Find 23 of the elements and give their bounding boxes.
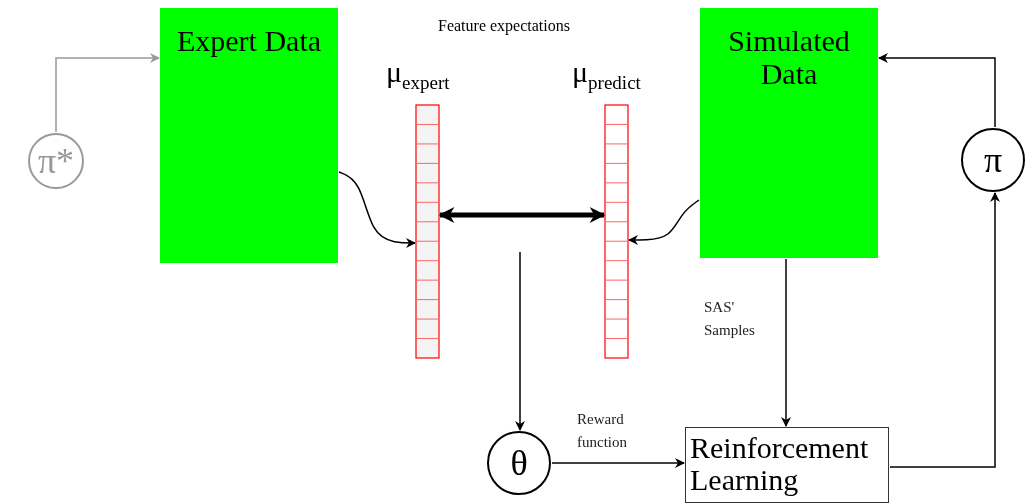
arrow bbox=[781, 258, 791, 427]
data-box bbox=[700, 8, 878, 258]
arrow bbox=[878, 53, 996, 128]
process-box bbox=[685, 427, 889, 503]
arrow bbox=[551, 458, 685, 468]
box-label: Simulated Data bbox=[727, 24, 851, 90]
data-box bbox=[160, 8, 338, 263]
vector-label: μ$_{predict}$ bbox=[572, 55, 641, 94]
vector-label: μ$_{expert}$ bbox=[386, 55, 450, 94]
symbol-label: π* bbox=[37, 143, 75, 179]
arrow bbox=[338, 171, 416, 248]
circle-node bbox=[487, 431, 551, 495]
symbol-label: θ bbox=[510, 445, 528, 481]
circle-node bbox=[28, 133, 84, 189]
box-label: Expert Data bbox=[176, 24, 322, 57]
arrow bbox=[628, 199, 700, 245]
circle-node bbox=[961, 128, 1025, 192]
heading-label: Feature expectations bbox=[438, 17, 570, 35]
symbol-label: π bbox=[983, 142, 1003, 178]
box-label: Reinforcement Learning bbox=[690, 432, 870, 495]
arrow bbox=[55, 53, 160, 133]
arrow bbox=[889, 191, 1000, 468]
arrow bbox=[515, 251, 525, 431]
